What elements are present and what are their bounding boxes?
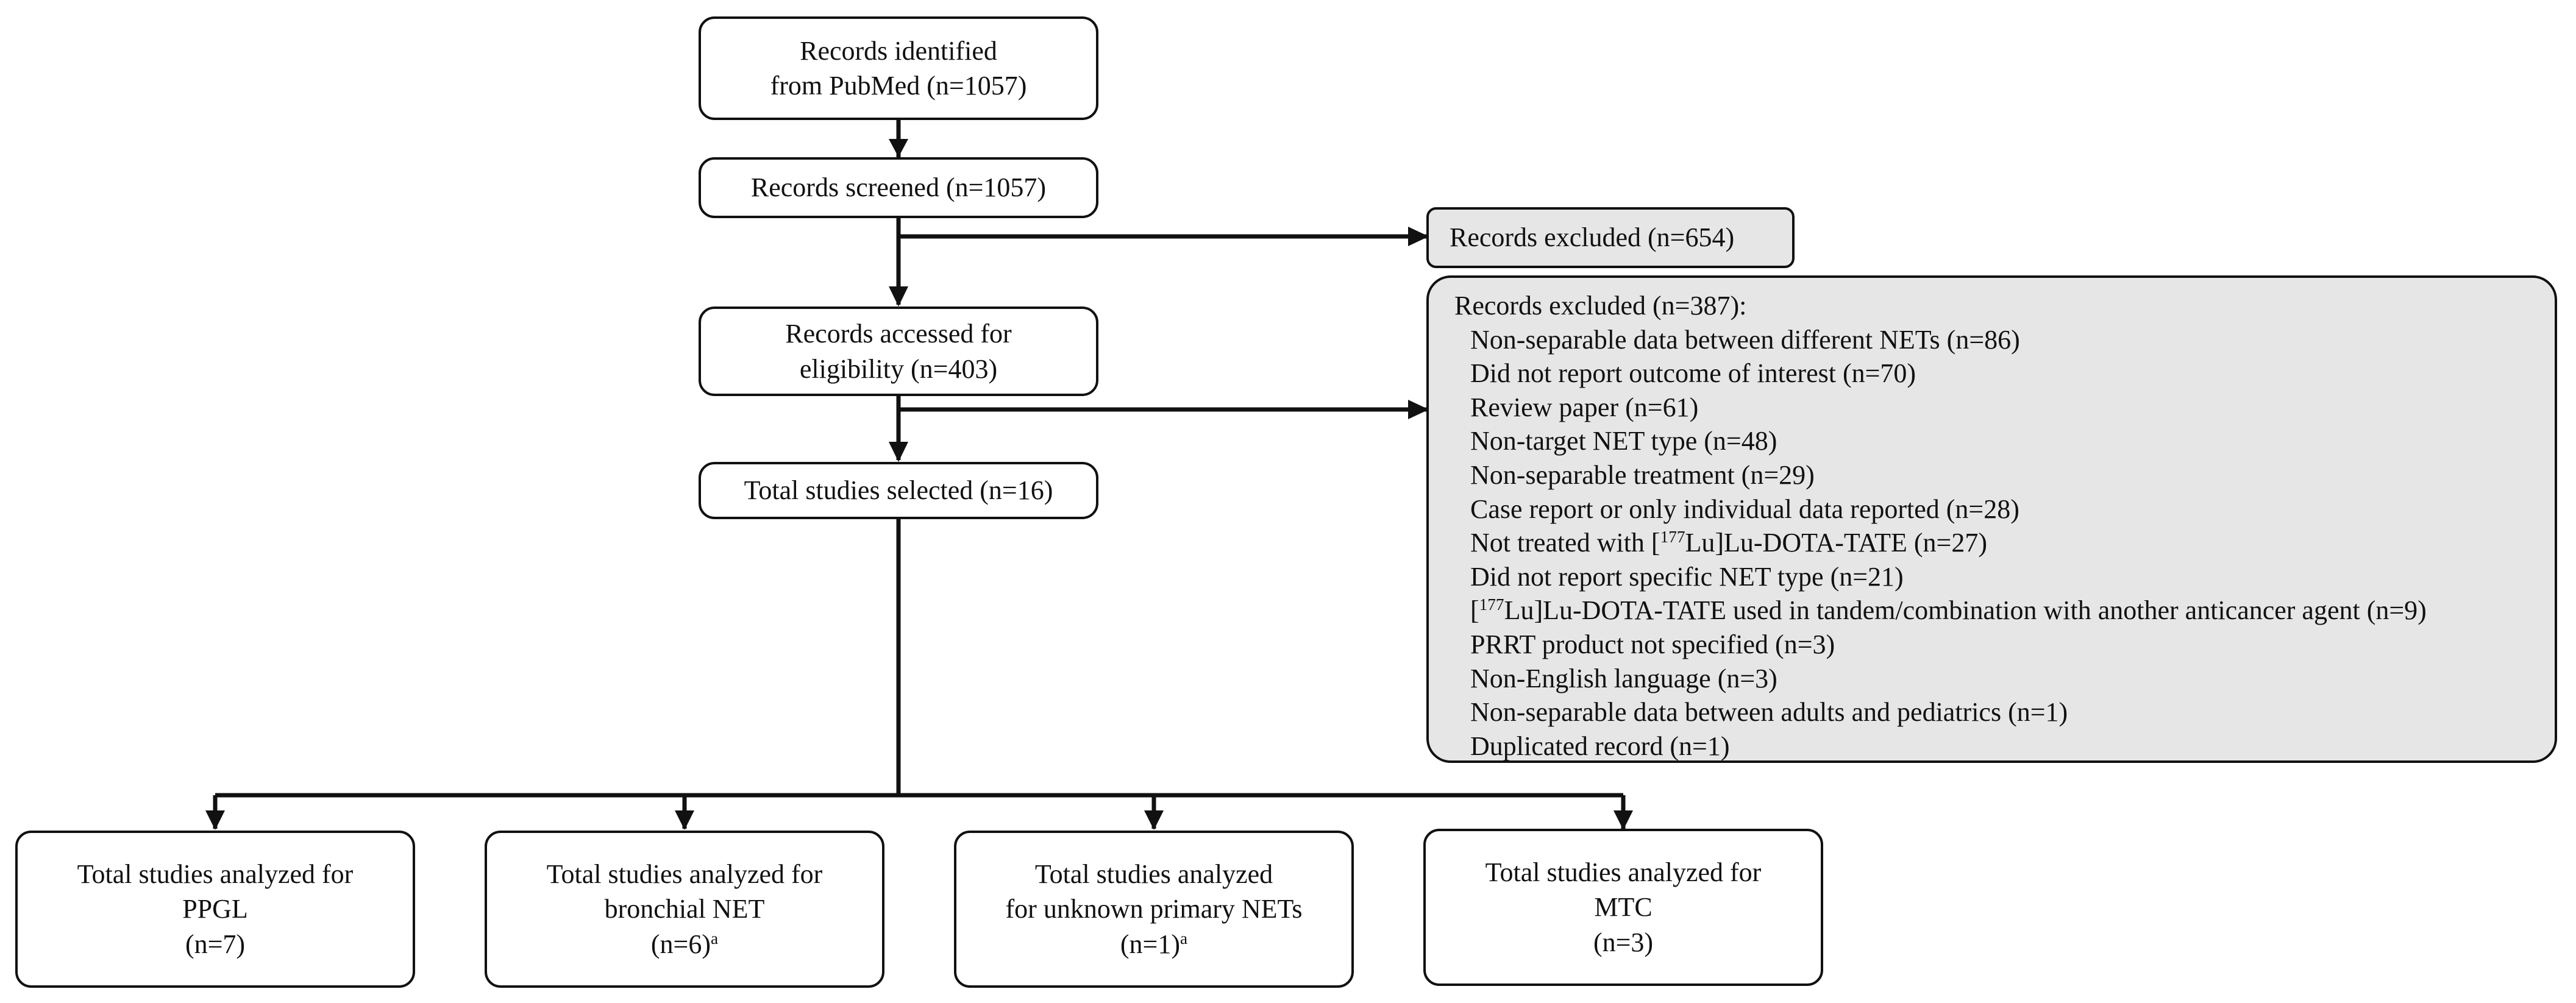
exclusion-reason: Non-separable data between adults and pe… <box>1470 697 2068 728</box>
arrowhead-mtc <box>1614 810 1633 830</box>
total-studies-selected-box: Total studies selected (n=16) <box>699 462 1098 519</box>
records-screened-box: Records screened (n=1057) <box>699 157 1098 218</box>
records-excluded-eligibility-box: Records excluded (n=387): Non-separable … <box>1426 275 2557 763</box>
isotope-mass-number: 177 <box>1479 595 1504 614</box>
arrowhead-screened <box>889 139 908 157</box>
exclusion-reason: Non-separable treatment (n=29) <box>1470 459 1815 490</box>
analyzed-line2: bronchial NET <box>604 894 765 924</box>
exclusion-reason: Did not report specific NET type (n=21) <box>1470 561 1904 592</box>
arrowhead-bronchial <box>675 810 694 830</box>
analyzed-bronchial-box: Total studies analyzed for bronchial NET… <box>485 831 884 988</box>
records-identified-box: Records identified from PubMed (n=1057) <box>699 16 1098 120</box>
records-eligibility-line1: Records accessed for <box>785 319 1012 349</box>
exclusion-reason: Not treated with [177Lu]Lu-DOTA-TATE (n=… <box>1470 528 1987 558</box>
exclusion-reason: Duplicated record (n=1) <box>1470 731 1730 761</box>
analyzed-count: (n=7) <box>185 927 245 962</box>
exclusion-reason: Did not report outcome of interest (n=70… <box>1470 358 1916 389</box>
analyzed-mtc-box: Total studies analyzed for MTC (n=3) <box>1423 829 1823 986</box>
records-excluded-screening-label: Records excluded (n=654) <box>1450 222 1735 253</box>
records-screened-label: Records screened (n=1057) <box>750 172 1047 203</box>
exclusion-reason: Non-English language (n=3) <box>1470 663 1777 693</box>
analyzed-line1: Total studies analyzed for <box>1485 857 1762 888</box>
analyzed-unknown-primary-box: Total studies analyzed for unknown prima… <box>954 831 1354 988</box>
analyzed-line2: PPGL <box>182 894 248 924</box>
analyzed-count: (n=6)a <box>651 927 718 962</box>
analyzed-ppgl-box: Total studies analyzed for PPGL (n=7) <box>15 831 415 988</box>
isotope-mass-number: 177 <box>1660 528 1685 547</box>
total-studies-selected-label: Total studies selected (n=16) <box>744 475 1053 506</box>
exclusion-reason: [177Lu]Lu-DOTA-TATE used in tandem/combi… <box>1470 595 2427 626</box>
arrowhead-selected <box>889 442 908 462</box>
arrowhead-eligibility <box>889 286 908 307</box>
analyzed-line2: for unknown primary NETs <box>1005 894 1303 924</box>
analyzed-line1: Total studies analyzed for <box>546 859 823 890</box>
arrowhead-ppgl <box>205 810 225 830</box>
analyzed-footnote-mark: a <box>711 929 719 948</box>
exclusion-title: Records excluded (n=387): <box>1454 291 1747 321</box>
records-excluded-screening-box: Records excluded (n=654) <box>1426 207 1795 268</box>
arrowhead-excluded-screening <box>1408 227 1429 246</box>
records-eligibility-line2: eligibility (n=403) <box>799 353 998 384</box>
arrowhead-unknown <box>1144 810 1164 830</box>
analyzed-line2: MTC <box>1594 892 1653 923</box>
analyzed-count-text: (n=1) <box>1120 929 1180 959</box>
exclusion-reason: Non-separable data between different NET… <box>1470 324 2020 355</box>
records-eligibility-box: Records accessed for eligibility (n=403) <box>699 307 1098 396</box>
analyzed-line1: Total studies analyzed <box>1034 859 1273 890</box>
exclusion-reason: Non-target NET type (n=48) <box>1470 426 1777 456</box>
records-identified-line1: Records identified <box>800 35 997 66</box>
exclusion-reason: Review paper (n=61) <box>1470 392 1699 422</box>
analyzed-count: (n=3) <box>1593 925 1653 960</box>
analyzed-line1: Total studies analyzed for <box>77 859 354 890</box>
analyzed-count-text: (n=3) <box>1593 927 1654 957</box>
analyzed-footnote-mark: a <box>1180 929 1188 948</box>
arrowhead-excluded-eligibility <box>1408 400 1429 419</box>
records-identified-line2: from PubMed (n=1057) <box>770 71 1027 101</box>
exclusion-reason: PRRT product not specified (n=3) <box>1470 629 1835 659</box>
analyzed-count: (n=1)a <box>1120 927 1187 962</box>
analyzed-count-text: (n=6) <box>650 929 711 959</box>
exclusion-reason: Case report or only individual data repo… <box>1470 494 2019 524</box>
analyzed-count-text: (n=7) <box>185 929 246 959</box>
